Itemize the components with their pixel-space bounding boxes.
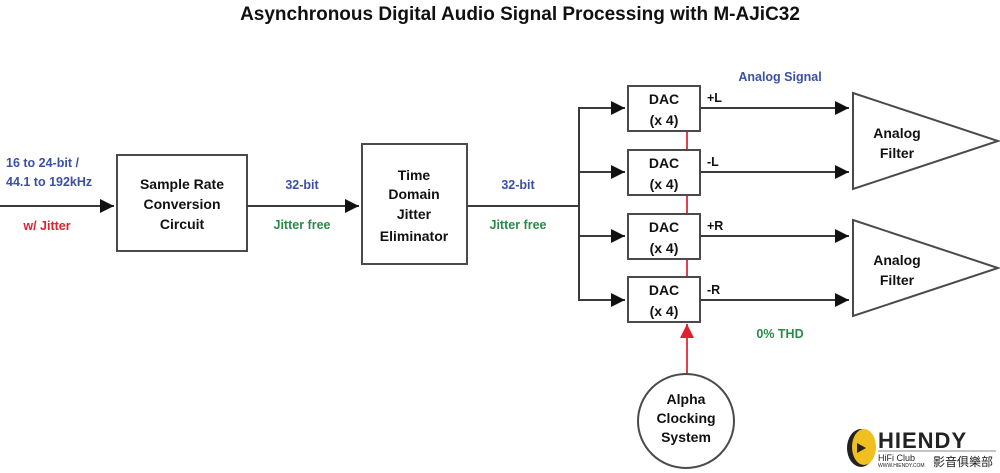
dac-block: DAC (x 4) [627, 149, 701, 196]
input-jitter-note: w/ Jitter [22, 219, 70, 233]
logo-brand: HIENDY [878, 428, 967, 453]
channel-label-plus-r: +R [707, 219, 723, 233]
tdje-line-2: Domain [388, 186, 439, 202]
logo-url: WWW.HIENDY.COM [878, 463, 925, 469]
tdje-line-1: Time [398, 167, 431, 183]
link2-bits-label: 32-bit [501, 178, 535, 192]
logo-play-icon [857, 443, 866, 453]
thd-label: 0% THD [756, 327, 803, 341]
time-domain-jitter-eliminator-block: Time Domain Jitter Eliminator [361, 143, 468, 265]
src-line-3: Circuit [160, 216, 205, 232]
dac-3-name: DAC [649, 219, 679, 235]
diagram-title: Asynchronous Digital Audio Signal Proces… [240, 4, 800, 25]
filter-left-line-1: Analog [873, 125, 920, 141]
clock-line-1: Alpha [667, 391, 706, 407]
filter-right-line-2: Filter [880, 272, 915, 288]
alpha-clocking-system-circle: Alpha Clocking System [637, 373, 735, 469]
link2-status-label: Jitter free [490, 218, 547, 232]
dac-2-mult: (x 4) [650, 176, 679, 192]
clock-line-3: System [661, 429, 711, 445]
dac-block: DAC (x 4) [627, 276, 701, 323]
dac-1-mult: (x 4) [650, 112, 679, 128]
input-format-line2: 44.1 to 192kHz [6, 175, 92, 189]
sample-rate-conversion-block: Sample Rate Conversion Circuit [116, 154, 248, 252]
dac-2-name: DAC [649, 155, 679, 171]
analog-filter-left: Analog Filter [852, 91, 1000, 191]
dac-3-mult: (x 4) [650, 240, 679, 256]
input-format-line1: 16 to 24-bit / [6, 156, 79, 170]
hiendy-logo: HIENDY HiFi Club WWW.HIENDY.COM 影音俱樂部 [847, 428, 996, 469]
tdje-line-4: Eliminator [380, 228, 449, 244]
channel-label-minus-l: -L [707, 155, 719, 169]
dac-block: DAC (x 4) [627, 85, 701, 132]
channel-label-plus-l: +L [707, 91, 722, 105]
filter-right-line-1: Analog [873, 252, 920, 268]
src-line-1: Sample Rate [140, 176, 224, 192]
logo-cjk: 影音俱樂部 [933, 454, 993, 469]
clock-line-2: Clocking [656, 410, 715, 426]
filter-left-line-2: Filter [880, 145, 915, 161]
logo-sub: HiFi Club [878, 453, 915, 463]
dac-1-name: DAC [649, 91, 679, 107]
dac-4-mult: (x 4) [650, 303, 679, 319]
dac-block: DAC (x 4) [627, 213, 701, 260]
dac-4-name: DAC [649, 282, 679, 298]
analog-signal-label: Analog Signal [738, 70, 821, 84]
tdje-line-3: Jitter [397, 206, 432, 222]
channel-label-minus-r: -R [707, 283, 720, 297]
src-line-2: Conversion [143, 196, 220, 212]
link1-status-label: Jitter free [274, 218, 331, 232]
analog-filter-right: Analog Filter [852, 218, 1000, 318]
link1-bits-label: 32-bit [285, 178, 319, 192]
